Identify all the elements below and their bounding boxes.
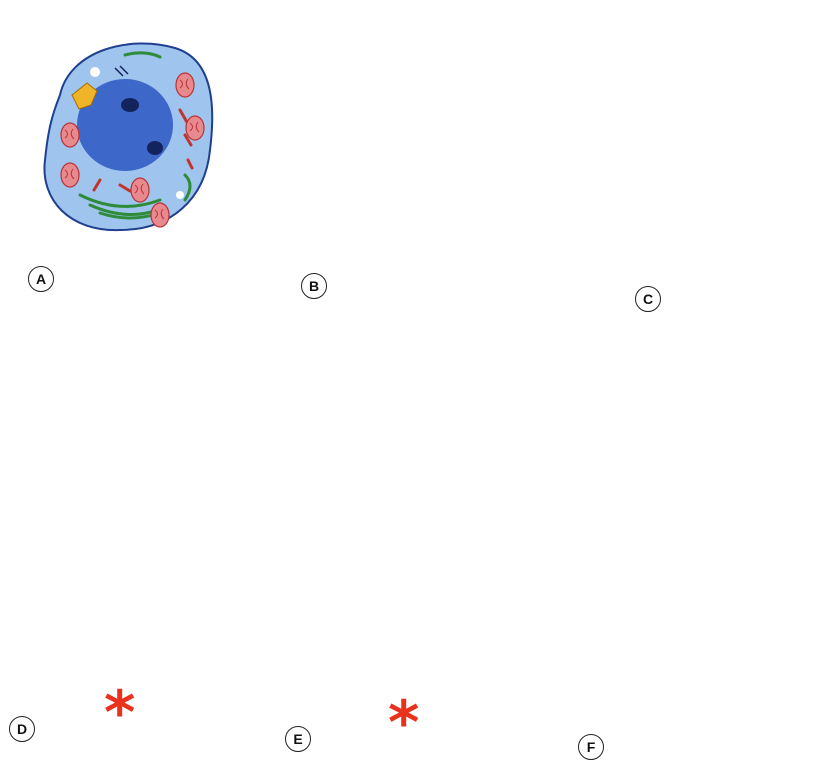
panel-label-e: E	[285, 726, 311, 752]
panel-label-f: F	[578, 734, 604, 760]
panel-label-b: B	[301, 273, 327, 299]
panel-label-c: C	[635, 286, 661, 312]
cell-a-nucleolus-2	[147, 141, 163, 155]
cell-a	[44, 43, 212, 230]
panel-label-d: D	[9, 716, 35, 742]
cell-a-nucleolus	[121, 98, 139, 112]
panel-label-a: A	[28, 266, 54, 292]
asterisk-marker-e: *	[388, 703, 419, 743]
asterisk-marker-d: *	[104, 693, 135, 733]
